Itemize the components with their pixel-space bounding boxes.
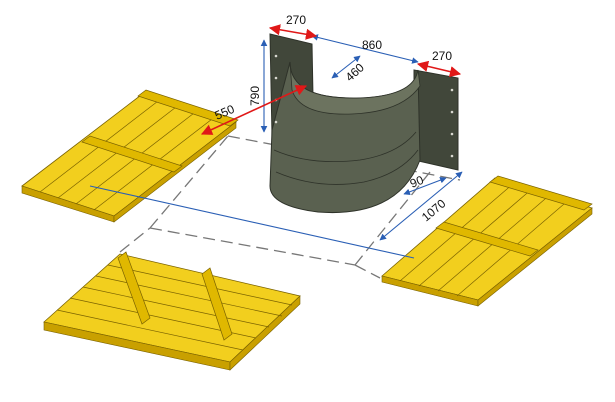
pallet-bottom-top (43, 253, 301, 363)
dim-label-860: 860 (362, 38, 382, 52)
dim-label-270-right: 270 (432, 49, 452, 63)
dim-label-790: 790 (248, 86, 262, 106)
dim-860-line (311, 34, 419, 64)
dashed-line-right-ext (354, 264, 381, 279)
shell-ribs (273, 131, 419, 185)
dim-550-line (200, 85, 308, 135)
pallet-right-beam-back (489, 175, 593, 211)
curved-shell (269, 33, 459, 214)
pallet-right-side-right (477, 207, 593, 307)
pallet-bottom-beam-left (117, 251, 151, 325)
dashed-line-front (149, 227, 356, 266)
pallet-bottom-beam-right (201, 267, 233, 341)
dashed-line-left-ext (119, 227, 151, 253)
dim-label-270-left: 270 (286, 13, 306, 27)
shell-inner-lip (289, 61, 421, 115)
pallet-left (21, 89, 239, 223)
dim-label-460: 460 (343, 60, 367, 84)
dim-label-90: 90 (408, 173, 426, 191)
pallet-right (381, 175, 593, 307)
pallet-left-beam-mid (81, 135, 183, 173)
blue-centerline (89, 185, 415, 259)
red-dimension-lines (200, 24, 462, 135)
dim-270-right-line (416, 60, 462, 78)
dashed-line-left (149, 135, 229, 229)
dim-460-line (331, 55, 361, 79)
dim-1070-line (379, 171, 463, 241)
dim-270-left-line (268, 24, 318, 40)
pallet-bottom (43, 251, 301, 371)
pallet-bottom-side-right (229, 295, 301, 371)
dim-label-1070: 1070 (419, 196, 449, 224)
